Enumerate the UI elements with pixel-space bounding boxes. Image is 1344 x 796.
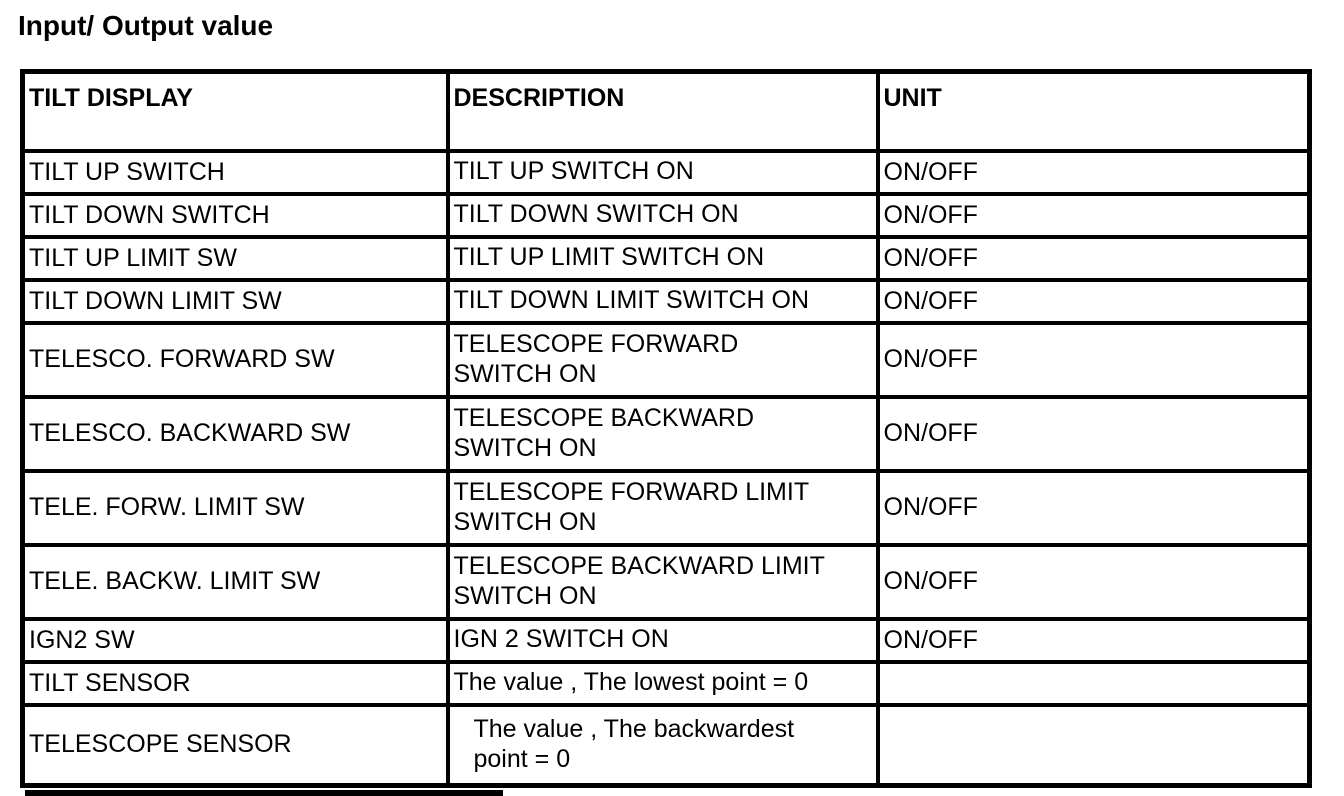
table-row-tele-forw-limit-sw: TELE. FORW. LIMIT SW TELESCOPE FORWARD L…: [20, 468, 1312, 547]
cell-description: TILT DOWN LIMIT SWITCH ON: [445, 277, 880, 325]
cell-unit: ON/OFF: [875, 394, 1312, 473]
table-row-ign2-sw: IGN2 SW IGN 2 SWITCH ON ON/OFF: [20, 616, 1312, 664]
cell-display: TELE. FORW. LIMIT SW: [20, 468, 450, 547]
page-title: Input/ Output value: [18, 10, 274, 41]
cell-unit: [875, 702, 1312, 788]
next-element-partial-edge: [25, 790, 503, 796]
cell-unit: ON/OFF: [875, 277, 1312, 325]
table-row-tele-backw-limit-sw: TELE. BACKW. LIMIT SW TELESCOPE BACKWARD…: [20, 542, 1312, 621]
cell-display: TILT UP SWITCH: [20, 148, 450, 196]
cell-display: TELESCOPE SENSOR: [20, 702, 450, 788]
cell-description: The value , The lowest point = 0: [445, 659, 880, 707]
table-row-tilt-down-switch: TILT DOWN SWITCH TILT DOWN SWITCH ON ON/…: [20, 191, 1312, 239]
cell-unit: ON/OFF: [875, 542, 1312, 621]
table-row-telesco-backward-sw: TELESCO. BACKWARD SW TELESCOPE BACKWARD …: [20, 394, 1312, 473]
cell-description: TILT UP SWITCH ON: [445, 148, 880, 196]
cell-display: IGN2 SW: [20, 616, 450, 664]
cell-unit: [875, 659, 1312, 707]
cell-description: The value , The backwardest point = 0: [445, 702, 880, 788]
table-row-tilt-up-switch: TILT UP SWITCH TILT UP SWITCH ON ON/OFF: [20, 148, 1312, 196]
header-description: DESCRIPTION: [445, 69, 880, 153]
cell-display: TELE. BACKW. LIMIT SW: [20, 542, 450, 621]
cell-unit: ON/OFF: [875, 320, 1312, 399]
table-header-row: TILT DISPLAY DESCRIPTION UNIT: [20, 69, 1312, 153]
cell-display: TELESCO. FORWARD SW: [20, 320, 450, 399]
table-row-tilt-sensor: TILT SENSOR The value , The lowest point…: [20, 659, 1312, 707]
input-output-value-table: TILT DISPLAY DESCRIPTION UNIT TILT UP SW…: [20, 69, 1312, 788]
cell-display: TILT DOWN LIMIT SW: [20, 277, 450, 325]
cell-description: TELESCOPE BACKWARD SWITCH ON: [445, 394, 880, 473]
table-row-telescope-sensor: TELESCOPE SENSOR The value , The backwar…: [20, 702, 1312, 788]
header-tilt-display: TILT DISPLAY: [20, 69, 450, 153]
table-row-telesco-forward-sw: TELESCO. FORWARD SW TELESCOPE FORWARD SW…: [20, 320, 1312, 399]
cell-description: IGN 2 SWITCH ON: [445, 616, 880, 664]
cell-unit: ON/OFF: [875, 616, 1312, 664]
cell-description: TILT UP LIMIT SWITCH ON: [445, 234, 880, 282]
cell-display: TILT DOWN SWITCH: [20, 191, 450, 239]
table-row-tilt-down-limit-sw: TILT DOWN LIMIT SW TILT DOWN LIMIT SWITC…: [20, 277, 1312, 325]
cell-description: TELESCOPE FORWARD SWITCH ON: [445, 320, 880, 399]
cell-display: TELESCO. BACKWARD SW: [20, 394, 450, 473]
cell-description: TELESCOPE FORWARD LIMIT SWITCH ON: [445, 468, 880, 547]
cell-unit: ON/OFF: [875, 191, 1312, 239]
cell-unit: ON/OFF: [875, 468, 1312, 547]
header-unit: UNIT: [875, 69, 1312, 153]
cell-display: TILT SENSOR: [20, 659, 450, 707]
cell-description: TILT DOWN SWITCH ON: [445, 191, 880, 239]
cell-display: TILT UP LIMIT SW: [20, 234, 450, 282]
table-row-tilt-up-limit-sw: TILT UP LIMIT SW TILT UP LIMIT SWITCH ON…: [20, 234, 1312, 282]
cell-unit: ON/OFF: [875, 148, 1312, 196]
cell-unit: ON/OFF: [875, 234, 1312, 282]
cell-description: TELESCOPE BACKWARD LIMIT SWITCH ON: [445, 542, 880, 621]
